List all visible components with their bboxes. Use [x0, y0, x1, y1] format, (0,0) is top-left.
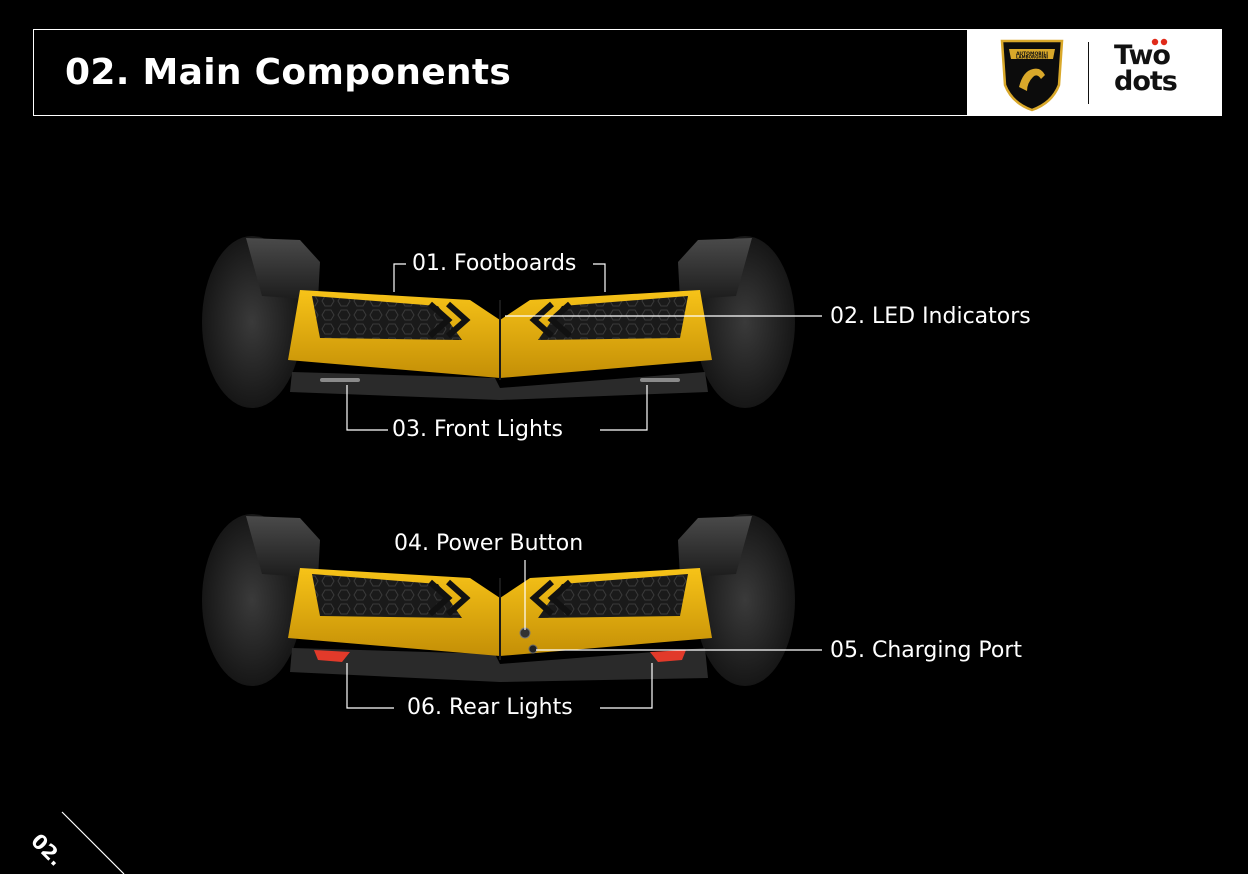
charging-port-icon	[529, 645, 537, 653]
page-marker-line	[62, 812, 124, 874]
label-rear-lights: 06. Rear Lights	[407, 695, 573, 721]
label-charging-port: 05. Charging Port	[830, 638, 1022, 664]
label-front-lights: 03. Front Lights	[392, 417, 563, 443]
front-light-right	[640, 378, 680, 382]
front-light-left	[320, 378, 360, 382]
label-footboards: 01. Footboards	[412, 251, 576, 277]
callout-footboards-right	[593, 264, 605, 292]
label-led-indicators: 02. LED Indicators	[830, 304, 1031, 330]
callout-footboards-left	[394, 264, 406, 292]
label-power-button: 04. Power Button	[394, 531, 583, 557]
